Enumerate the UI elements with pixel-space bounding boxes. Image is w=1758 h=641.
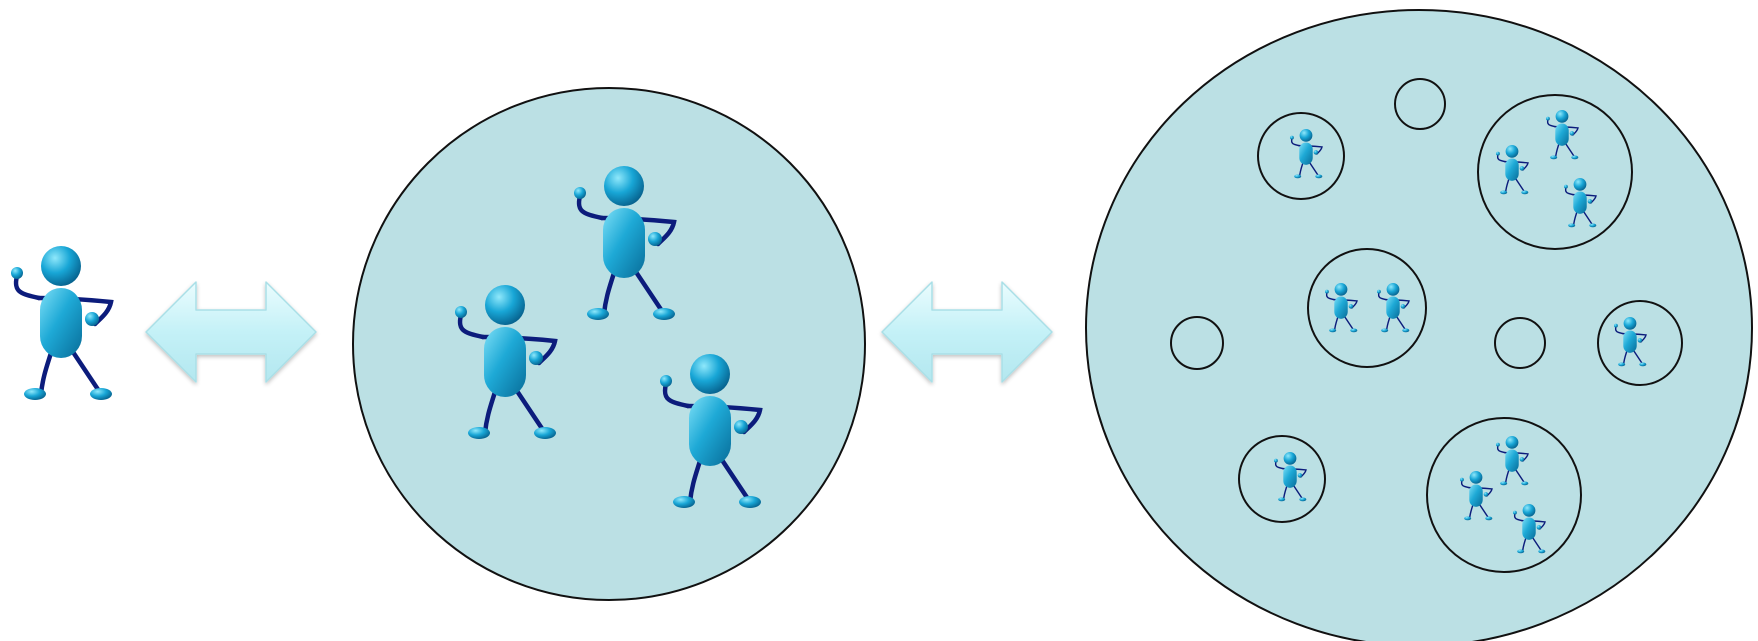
individual-person-icon	[11, 246, 112, 400]
double-arrow-icon	[146, 282, 316, 382]
double-arrow-icon	[882, 282, 1052, 382]
group-circle	[353, 88, 865, 600]
society-circle	[1086, 10, 1752, 641]
